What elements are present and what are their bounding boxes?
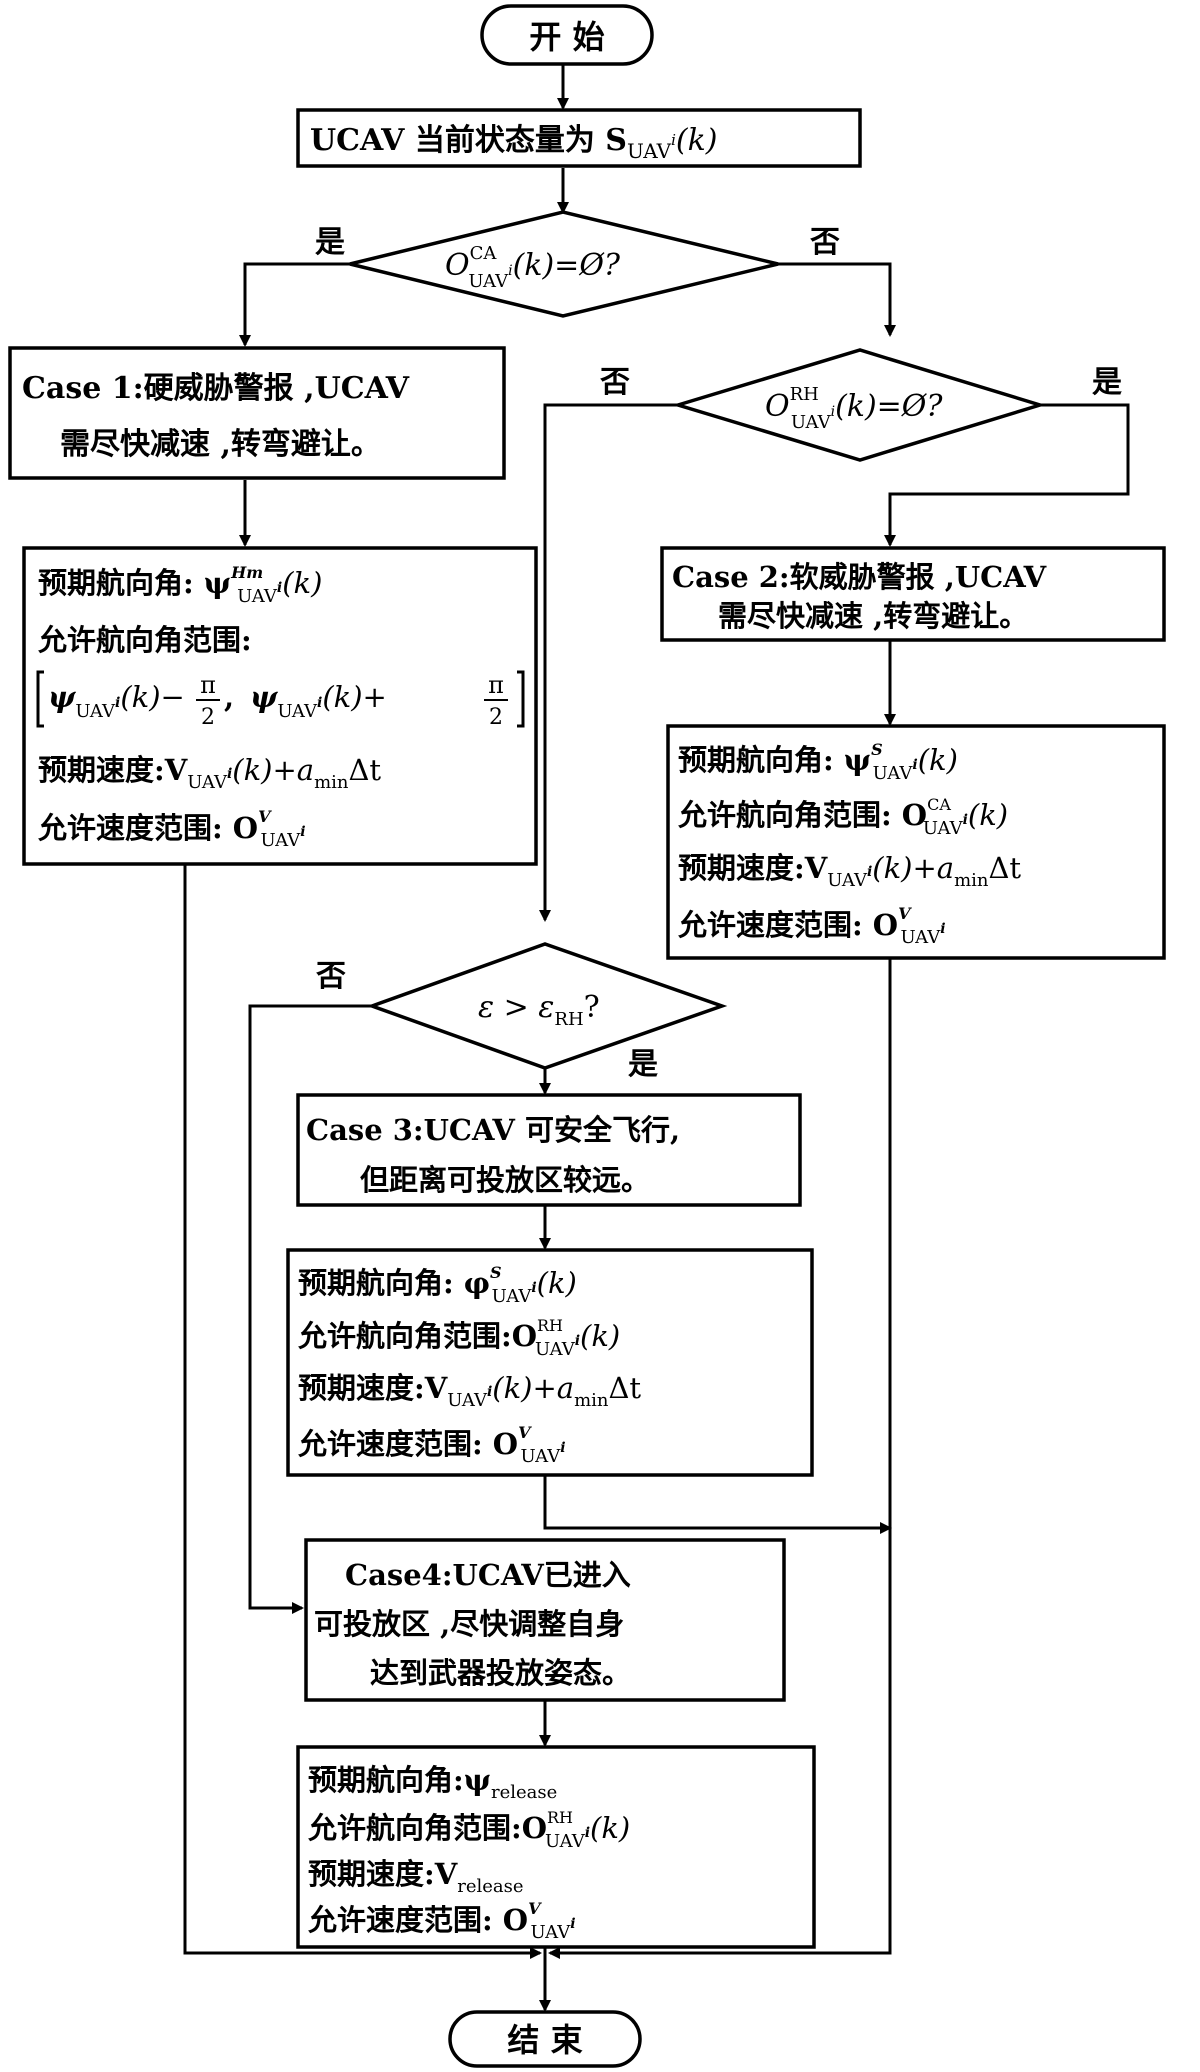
case4-line3: 达到武器投放姿态。	[370, 1656, 631, 1690]
box4-line3: 预期速度:Vrelease	[308, 1857, 524, 1897]
case4-line1: Case4:UCAV已进入	[345, 1558, 631, 1592]
box2-line3: 预期速度:VUAVi(k)+aminΔt	[678, 851, 1021, 891]
arrow-d2-yes	[884, 403, 1130, 547]
box1-line4: 预期速度:VUAVi(k)+aminΔt	[38, 753, 381, 793]
connectors	[183, 65, 1130, 2012]
arrow-box1-to-merge	[183, 865, 542, 1959]
decision-3: ε > εRH? 否 是	[316, 942, 728, 1082]
arrow-d3-no	[248, 1004, 372, 1614]
svg-text:π: π	[200, 671, 216, 699]
arrow-d2-no	[539, 403, 678, 922]
case1-line1: Case 1:硬威胁警报 ,UCAV	[22, 371, 410, 406]
case2-line2: 需尽快减速 ,转弯避让。	[718, 599, 1028, 633]
box1-line2: 允许航向角范围:	[37, 623, 252, 657]
case4-box: Case4:UCAV已进入 可投放区 ,尽快调整自身 达到武器投放姿态。	[304, 1538, 786, 1702]
decision-1-yes: 是	[315, 225, 345, 260]
decision-3-label: ε > εRH?	[478, 990, 600, 1030]
arrow-box2-to-merge	[548, 958, 892, 1959]
start-label: 开 始	[529, 18, 604, 56]
case3-line2: 但距离可投放区较远。	[360, 1163, 650, 1197]
arrow-box3-merge	[543, 1475, 892, 1534]
case3-box: Case 3:UCAV 可安全飞行, 但距离可投放区较远。	[296, 1093, 802, 1207]
case4-line2: 可投放区 ,尽快调整自身	[314, 1607, 624, 1641]
start-terminal: 开 始	[480, 4, 654, 66]
end-terminal: 结 束	[448, 2010, 642, 2068]
decision-2-yes: 是	[1092, 365, 1122, 400]
svg-text:π: π	[488, 671, 504, 699]
end-label: 结 束	[507, 2021, 582, 2059]
case1-box: Case 1:硬威胁警报 ,UCAV 需尽快减速 ,转弯避让。	[8, 346, 506, 480]
decision-3-yes: 是	[628, 1047, 658, 1082]
case2-line1: Case 2:软威胁警报 ,UCAV	[672, 560, 1047, 594]
state-label: UCAV 当前状态量为 SUAVi(k)	[310, 123, 718, 163]
box3-line3: 预期速度:VUAVi(k)+aminΔt	[298, 1371, 641, 1411]
svg-text:2: 2	[489, 705, 503, 730]
arrow-d1-yes	[239, 262, 350, 347]
case1-line2: 需尽快减速 ,转弯避让。	[60, 427, 381, 462]
decision-2-no: 否	[600, 365, 630, 400]
decision-3-no: 否	[316, 959, 346, 994]
svg-text:ψUAVi(k)−: ψUAVi(k)−	[48, 680, 185, 722]
box4-line1: 预期航向角:ψrelease	[308, 1763, 557, 1803]
svg-text:ψUAVi(k)+: ψUAVi(k)+	[250, 680, 387, 722]
decision-1-no: 否	[810, 225, 840, 260]
case3-line1: Case 3:UCAV 可安全飞行,	[306, 1113, 680, 1147]
box1-line3: ψUAVi(k)− π 2 , ψUAVi(k)+ π 2	[36, 670, 525, 730]
case2-box: Case 2:软威胁警报 ,UCAV 需尽快减速 ,转弯避让。	[660, 546, 1166, 642]
arrow-d1-no	[778, 262, 896, 337]
state-box: UCAV 当前状态量为 SUAVi(k)	[296, 108, 862, 168]
svg-text:,: ,	[224, 680, 234, 714]
svg-text:2: 2	[201, 705, 215, 730]
